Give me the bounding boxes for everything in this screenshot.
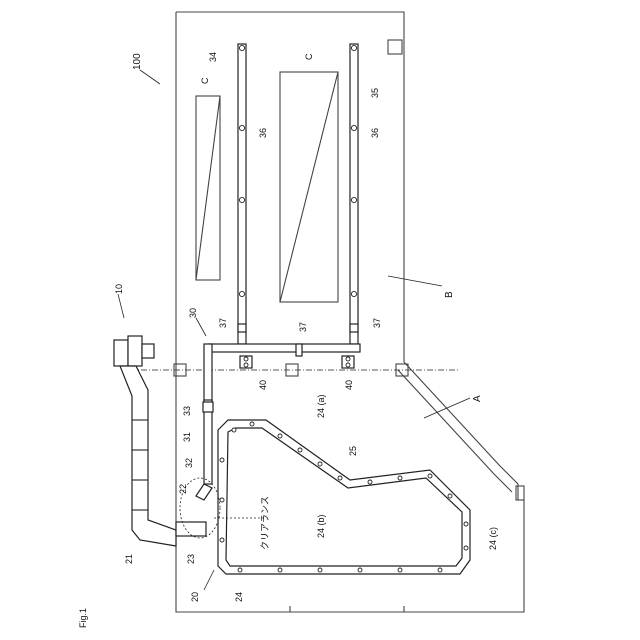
label-23: 23: [186, 554, 196, 564]
pipe-30: [204, 324, 360, 404]
arrow-20: [204, 570, 214, 590]
label-31: 31: [182, 432, 192, 442]
label-21: 21: [124, 554, 134, 564]
label-36b: 36: [370, 128, 380, 138]
label-24c: 24 (c): [488, 527, 498, 550]
label-35: 35: [370, 88, 380, 98]
box-40-left: [240, 356, 252, 368]
label-100: 100: [132, 53, 143, 70]
label-c-right: C: [304, 53, 314, 60]
label-24b: 24 (b): [316, 514, 326, 538]
label-37b: 37: [298, 322, 308, 332]
label-34: 34: [208, 52, 218, 62]
label-c-left: C: [200, 77, 210, 84]
label-30: 30: [188, 308, 198, 318]
label-25: 25: [348, 446, 358, 456]
label-20: 20: [190, 592, 200, 602]
label-clearance: クリアランス: [260, 496, 270, 550]
object-c-right: [280, 72, 338, 302]
label-24a: 24 (a): [316, 394, 326, 418]
duct-21: [120, 366, 206, 546]
arrow-100: [140, 70, 160, 84]
pipe-34: [238, 44, 246, 344]
pipe-31: [196, 400, 213, 500]
unit-10: [114, 336, 154, 366]
arrow-B: [388, 276, 442, 286]
conveyor-loop-24: [218, 420, 470, 574]
label-37a: 37: [218, 318, 228, 328]
box-40-right: [342, 356, 354, 368]
label-36a: 36: [258, 128, 268, 138]
arrow-A: [424, 398, 470, 418]
label-24: 24: [234, 592, 244, 602]
label-22: 22: [178, 484, 188, 494]
label-40a: 40: [258, 380, 268, 390]
label-32: 32: [184, 458, 194, 468]
label-A: A: [472, 395, 483, 402]
object-c-left: [196, 96, 220, 280]
label-40b: 40: [344, 380, 354, 390]
label-10: 10: [114, 284, 124, 294]
label-37c: 37: [372, 318, 382, 328]
figure-caption: Fig.1: [78, 608, 88, 628]
arrow-10: [118, 294, 124, 318]
label-B: B: [444, 291, 455, 298]
label-33: 33: [182, 406, 192, 416]
arrow-30: [196, 318, 206, 336]
pipe-35: [350, 44, 358, 344]
